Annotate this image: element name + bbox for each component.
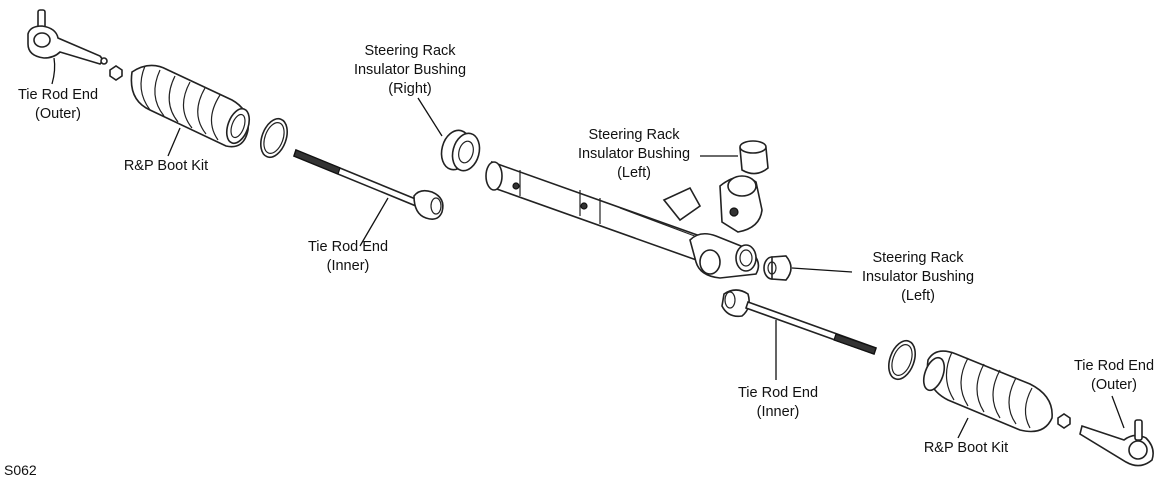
outer-tie-rod-end-right [1079, 419, 1154, 467]
label-tie-rod-end-inner-left: Tie Rod End (Inner) [307, 239, 389, 274]
diagram-code: S062 [4, 462, 37, 478]
label-insulator-bushing-left-top: Steering Rack Insulator Bushing (Left) [577, 127, 691, 181]
insulator-bushing-left-top [739, 140, 769, 175]
boot-clamp-left [260, 117, 288, 159]
inner-tie-rod-right [721, 289, 878, 356]
label-tie-rod-end-outer-right: Tie Rod End (Outer) [1073, 358, 1155, 393]
rack-housing [485, 160, 763, 279]
leader-lines [51, 57, 1125, 439]
label-tie-rod-end-outer-left: Tie Rod End (Outer) [17, 87, 99, 122]
rp-boot-right [922, 350, 1053, 433]
jam-nut-left [109, 65, 123, 81]
label-rp-boot-kit-left: R&P Boot Kit [123, 158, 209, 174]
insulator-bushing-left-mid [763, 255, 792, 281]
rp-boot-left [130, 64, 251, 148]
label-insulator-bushing-right: Steering Rack Insulator Bushing (Right) [353, 43, 467, 97]
inner-tie-rod-left [293, 148, 444, 220]
label-insulator-bushing-left-mid: Steering Rack Insulator Bushing (Left) [861, 250, 975, 304]
label-tie-rod-end-inner-right: Tie Rod End (Inner) [737, 385, 819, 420]
jam-nut-right [1057, 413, 1071, 429]
label-rp-boot-kit-right: R&P Boot Kit [923, 440, 1009, 456]
boot-clamp-right [888, 339, 916, 381]
insulator-bushing-right [440, 129, 481, 172]
outer-tie-rod-end-left [27, 9, 108, 65]
